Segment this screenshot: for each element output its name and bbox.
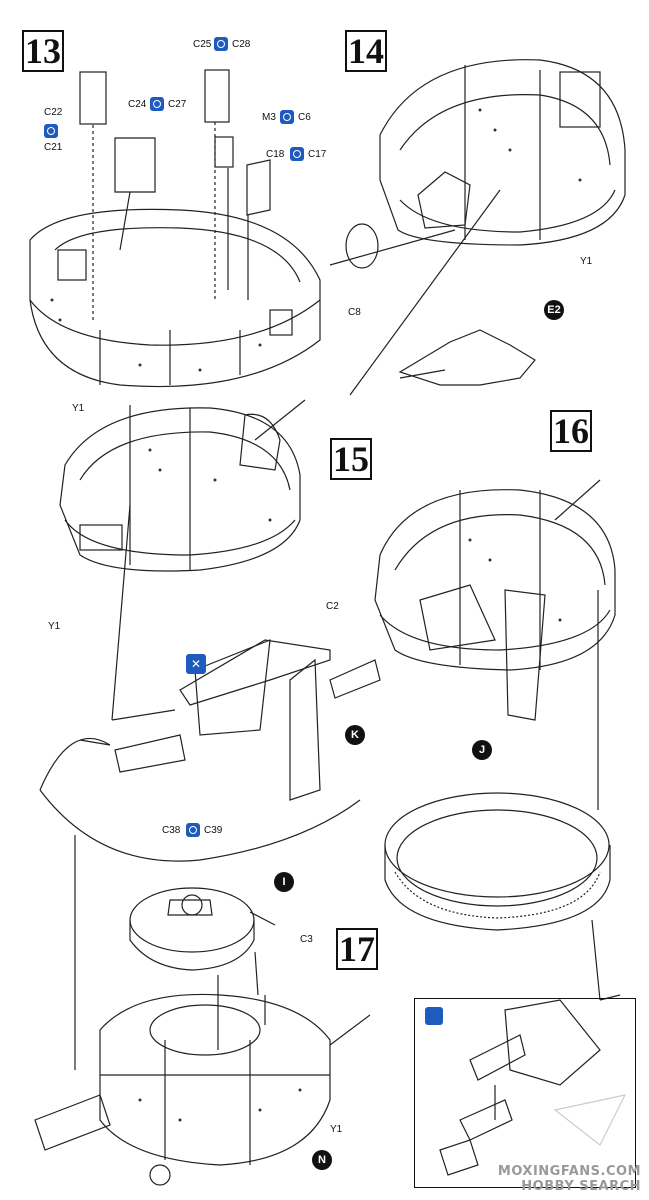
subassembly-marker-k: K <box>345 725 365 745</box>
turret-shell-16 <box>329 479 621 1001</box>
part-label-c3: C3 <box>300 934 313 945</box>
step-number-16: 16 <box>550 410 592 452</box>
subassembly-marker-i: I <box>274 872 294 892</box>
part-label-y1-step15: Y1 <box>48 621 61 632</box>
subassembly-marker-e2: E2 <box>544 300 564 320</box>
part-label-c27: C27 <box>168 99 187 110</box>
part-label-c38: C38 <box>162 825 181 836</box>
subassembly-marker-j: J <box>472 740 492 760</box>
alternate-part-icon <box>280 110 294 124</box>
part-label-c2: C2 <box>326 601 339 612</box>
alternate-part-icon <box>186 823 200 837</box>
turret-shell-17 <box>34 835 371 1186</box>
step-number-15: 15 <box>330 438 372 480</box>
watermark-shop: HOBBY SEARCH <box>521 1179 641 1194</box>
part-label-c6: C6 <box>298 112 311 123</box>
part-label-m3: M3 <box>262 112 276 123</box>
part-label-c28: C28 <box>232 39 251 50</box>
cement-icon: ✕ <box>186 654 206 674</box>
part-label-c8: C8 <box>348 307 361 318</box>
turret-shell-13 <box>29 69 321 388</box>
watermark: MOXINGFANS.COM HOBBY SEARCH <box>498 1164 641 1194</box>
part-label-c18: C18 <box>266 149 285 160</box>
watermark-site: MOXINGFANS.COM <box>497 1164 641 1179</box>
part-label-c25: C25 <box>193 39 212 50</box>
alternate-part-icon <box>44 124 58 138</box>
turret-shell-14 <box>329 59 626 396</box>
part-label-c24: C24 <box>128 99 147 110</box>
step-number-13: 13 <box>22 30 64 72</box>
subassembly-marker-n: N <box>312 1150 332 1170</box>
alternate-part-icon <box>214 37 228 51</box>
part-label-c22: C22 <box>44 107 63 118</box>
part-label-y1-step14: Y1 <box>580 256 593 267</box>
alternate-part-icon <box>290 147 304 161</box>
part-label-y1-step13: Y1 <box>72 403 85 414</box>
turret-shell-15 <box>39 399 361 862</box>
part-label-c17: C17 <box>308 149 327 160</box>
detail-inset <box>414 998 636 1188</box>
alternate-part-icon <box>150 97 164 111</box>
paint-brush-icon <box>425 1007 443 1025</box>
inset-detail-art <box>439 999 627 1176</box>
step-number-17: 17 <box>336 928 378 970</box>
part-label-c21: C21 <box>44 142 63 153</box>
part-label-c39: C39 <box>204 825 223 836</box>
part-label-y1-step17: Y1 <box>330 1124 343 1135</box>
step-number-14: 14 <box>345 30 387 72</box>
